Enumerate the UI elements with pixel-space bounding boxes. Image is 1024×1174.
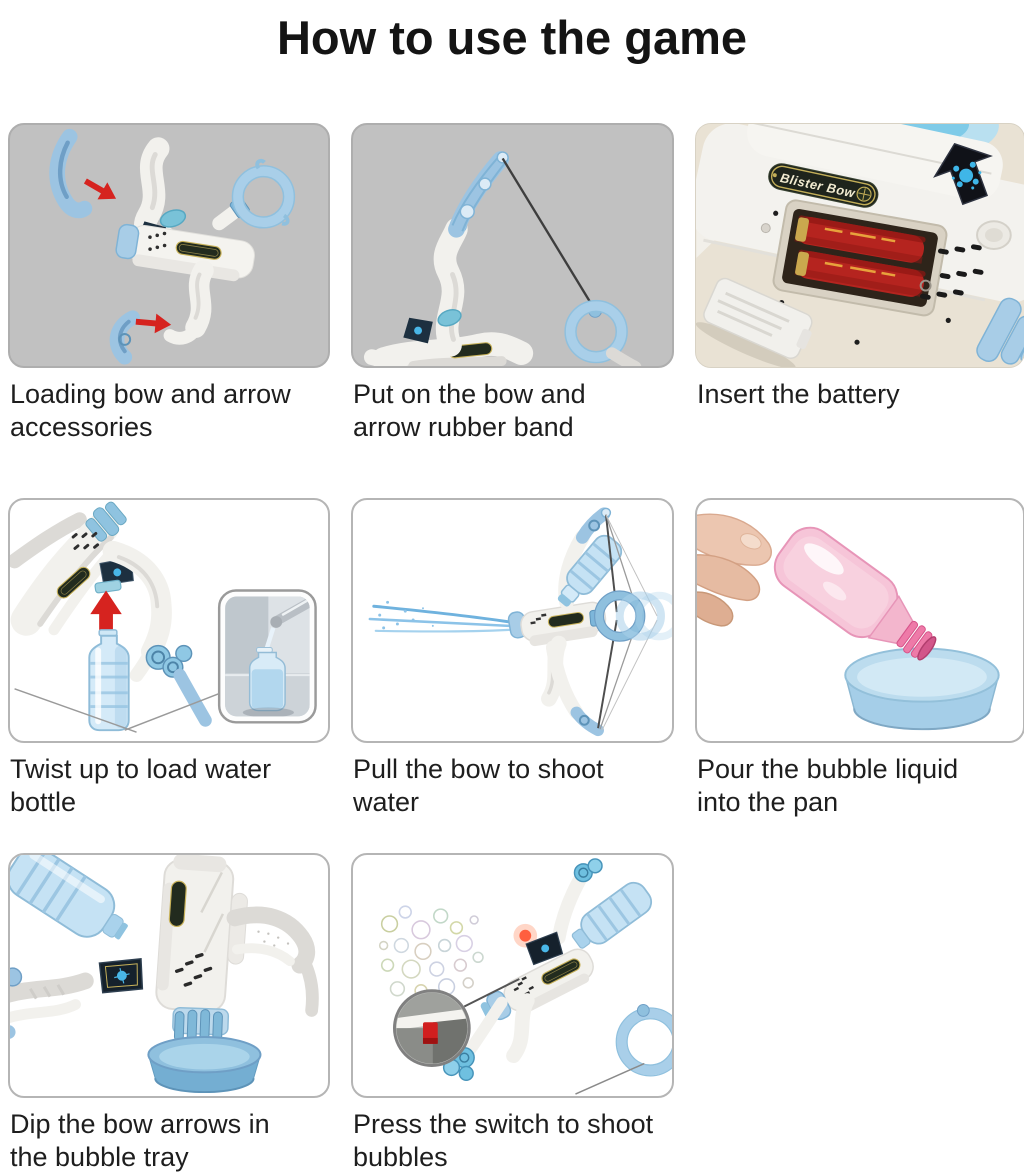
red-arrow-icon bbox=[135, 313, 172, 334]
bow-body bbox=[363, 217, 534, 366]
step-2: Put on the bow and arrow rubber band bbox=[351, 123, 674, 444]
bow-string-illustration bbox=[363, 151, 642, 366]
hand-fingers bbox=[697, 513, 772, 627]
step-5-caption: Pull the bow to shoot water bbox=[353, 753, 604, 817]
pour-liquid-illustration bbox=[697, 513, 1000, 731]
bow-string bbox=[501, 157, 598, 313]
upper-limb bbox=[551, 857, 603, 945]
water-bottle-load-illustration bbox=[10, 501, 317, 733]
blue-nozzles bbox=[976, 297, 1024, 366]
pink-bubble-bottle bbox=[773, 526, 937, 661]
water-stream bbox=[264, 627, 276, 651]
arrow-emblem bbox=[933, 142, 993, 206]
ring-handle bbox=[564, 299, 642, 366]
step-1: Loading bow and arrow accessories bbox=[8, 123, 330, 444]
page-title: How to use the game bbox=[276, 11, 748, 64]
step-3: Blister Bow bbox=[695, 123, 1024, 444]
water-jet bbox=[368, 600, 512, 633]
bubble-tray bbox=[147, 1035, 262, 1093]
step-6-image bbox=[695, 497, 1024, 743]
navy-emblem bbox=[525, 931, 564, 966]
mounted-water-bottle bbox=[571, 881, 653, 949]
bow-string bbox=[14, 688, 137, 733]
upper-blue-limb bbox=[448, 151, 510, 238]
bow-body bbox=[115, 137, 255, 345]
bottle-port bbox=[94, 579, 122, 594]
steps-row-1: Loading bow and arrow accessories bbox=[0, 123, 1024, 444]
step-4: Twist up to load water bottle bbox=[8, 497, 330, 819]
step-5-image bbox=[351, 497, 674, 743]
ring-handle-pulled bbox=[589, 590, 672, 642]
switch-magnifier bbox=[392, 977, 520, 1067]
bow-string bbox=[124, 691, 222, 731]
step-2-image bbox=[351, 123, 674, 368]
battery bbox=[794, 249, 926, 297]
step-4-caption: Twist up to load water bottle bbox=[10, 753, 272, 817]
step-7-caption: Dip the bow arrows in the bubble tray bbox=[10, 1108, 270, 1172]
blue-swirl-joints bbox=[145, 644, 193, 678]
step-7: Dip the bow arrows in the bubble tray bbox=[8, 852, 330, 1174]
bow-accessories-illustration bbox=[49, 128, 296, 365]
detached-blue-limb-bottom bbox=[109, 310, 140, 365]
mounted-water-bottle bbox=[10, 854, 128, 940]
steps-row-2: Twist up to load water bottle bbox=[0, 497, 1024, 819]
step-1-caption: Loading bow and arrow accessories bbox=[10, 379, 291, 442]
vent-slots bbox=[919, 244, 984, 300]
red-arrow-icon bbox=[83, 178, 117, 200]
filling-inset bbox=[217, 589, 317, 724]
grip bbox=[506, 992, 535, 1063]
navy-emblem bbox=[98, 957, 144, 994]
main-body-vertical bbox=[155, 854, 248, 1013]
dip-tray-illustration bbox=[10, 854, 319, 1093]
step-6-caption: Pour the bubble liquid into the pan bbox=[697, 753, 959, 817]
ring-handle bbox=[575, 1003, 672, 1095]
battery-photo-illustration: Blister Bow bbox=[696, 124, 1024, 367]
right-handle bbox=[226, 906, 319, 1017]
battery-cover-piece bbox=[696, 277, 813, 367]
detached-blue-limb-top bbox=[49, 128, 93, 219]
step-2-caption: Put on the bow and arrow rubber band bbox=[353, 379, 586, 442]
brand-label-small bbox=[56, 566, 91, 599]
step-7-image bbox=[8, 852, 330, 1098]
step-8-caption: Press the switch to shoot bubbles bbox=[353, 1108, 654, 1172]
step-3-image: Blister Bow bbox=[695, 123, 1024, 368]
step-3-caption: Insert the battery bbox=[697, 379, 900, 409]
shoot-water-illustration bbox=[368, 507, 672, 736]
nozzle-cluster bbox=[172, 1006, 230, 1043]
steps-row-3: Dip the bow arrows in the bubble tray bbox=[0, 852, 1024, 1174]
step-5: Pull the bow to shoot water bbox=[351, 497, 674, 819]
left-bow-arm bbox=[10, 967, 94, 1039]
step-8: Press the switch to shoot bubbles bbox=[351, 852, 674, 1174]
step-1-image bbox=[8, 123, 330, 368]
step-6: Pour the bubble liquid into the pan bbox=[695, 497, 1024, 819]
water-bottle bbox=[88, 628, 130, 732]
bubbles bbox=[378, 905, 484, 998]
bubble-pan bbox=[844, 647, 1000, 731]
battery bbox=[794, 215, 926, 264]
step-4-image bbox=[8, 497, 330, 743]
ring-handle bbox=[212, 158, 296, 231]
blue-cap bbox=[85, 501, 127, 542]
faucet bbox=[273, 597, 310, 625]
shoot-bubbles-illustration bbox=[378, 857, 672, 1095]
battery-compartment bbox=[772, 199, 948, 317]
empty-cell bbox=[695, 853, 1024, 1174]
step-8-image bbox=[351, 852, 674, 1098]
inset-bottle bbox=[248, 646, 286, 712]
red-up-arrow-icon bbox=[90, 590, 122, 630]
bow-body bbox=[10, 501, 212, 727]
